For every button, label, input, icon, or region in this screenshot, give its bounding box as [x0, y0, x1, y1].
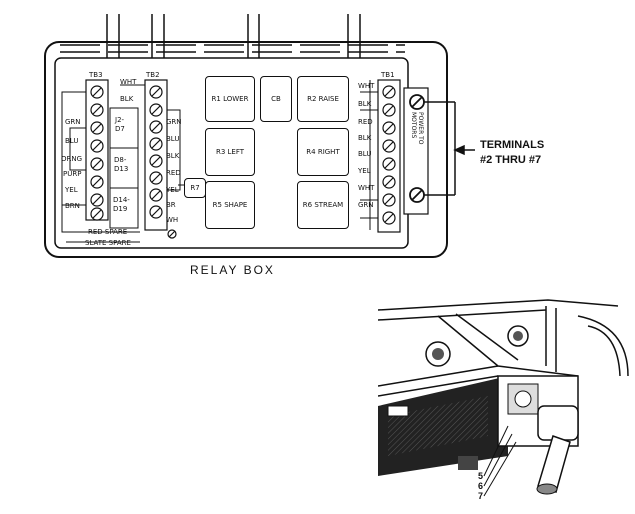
relay-r4-right: R4 RIGHT: [297, 128, 349, 176]
relay-box-outline: [44, 14, 475, 258]
tb3-wire-label: ORNG: [61, 155, 83, 163]
tb2-wire-label: WHT: [120, 78, 137, 86]
tb2-wire-label: BLK: [120, 95, 134, 103]
tb1-wire-label: BLK: [358, 100, 372, 108]
tb2-wire-label: RED: [166, 169, 181, 177]
relay-r1-lower: R1 LOWER: [205, 76, 255, 122]
slate-spare-label: SLATE SPARE: [85, 239, 131, 247]
relay-box-diagram: TB3 TB2 TB1 R1 LOWER CB R2 RAISE R3 LEFT…: [44, 14, 544, 277]
power-to-motors-label: POWER TO MOTORS: [410, 112, 424, 145]
tb2-wire-label: BLU: [166, 135, 180, 143]
tb3-wire-label: YEL: [65, 186, 78, 194]
tb3-wire-label: GRN: [65, 118, 81, 126]
tb1-wire-label: RED: [358, 118, 373, 126]
relay-r7: R7: [184, 178, 206, 198]
tb3-wire-label: PURP: [63, 170, 82, 178]
tb1-wire-label: WHT: [358, 184, 375, 192]
terminal-number-label: 5: [478, 471, 484, 481]
circuit-breaker: CB: [260, 76, 292, 122]
diode-d8-d13-label: D8- D13: [114, 156, 129, 173]
callout-line2: #2 THRU #7: [480, 154, 542, 166]
tb1-wire-label: GRN: [358, 201, 374, 209]
terminals-callout: TERMINALS #2 THRU #7: [480, 138, 544, 168]
tb2-label: TB2: [146, 71, 160, 79]
mechanism-drawing: [378, 296, 635, 514]
relay-box-caption: RELAY BOX: [190, 263, 275, 277]
tb2-wire-label: GRN: [166, 118, 182, 126]
diode-j2-d7-label: J2- D7: [115, 116, 125, 133]
tb2-wire-label: BLK: [166, 152, 180, 160]
relay-r6-stream: R6 STREAM: [297, 181, 349, 229]
tb2-wire-label: WH: [166, 216, 179, 224]
tb1-wire-label: BLU: [358, 150, 372, 158]
diode-d14-d19-label: D14- D19: [113, 196, 130, 213]
red-spare-label: RED SPARE: [88, 228, 128, 236]
callout-line1: TERMINALS: [480, 139, 545, 151]
tb3-wire-label: BRN: [65, 202, 80, 210]
tb1-wire-label: YEL: [358, 167, 371, 175]
tb3-label: TB3: [89, 71, 103, 79]
terminal-number-label: 6: [478, 481, 484, 491]
tb1-wire-label: WHT: [358, 82, 375, 90]
tb1-label: TB1: [381, 71, 395, 79]
relay-r2-raise: R2 RAISE: [297, 76, 349, 122]
terminal-number-label: 7: [478, 491, 484, 501]
tb2-wire-label: YEL: [166, 186, 179, 194]
tb2-wire-label: BR: [166, 201, 176, 209]
equipment-illustration: 5 6 7: [378, 296, 635, 514]
relay-r5-shape: R5 SHAPE: [205, 181, 255, 229]
tb1-wire-label: BLK: [358, 134, 372, 142]
tb3-wire-label: BLU: [65, 137, 79, 145]
relay-r3-left: R3 LEFT: [205, 128, 255, 176]
